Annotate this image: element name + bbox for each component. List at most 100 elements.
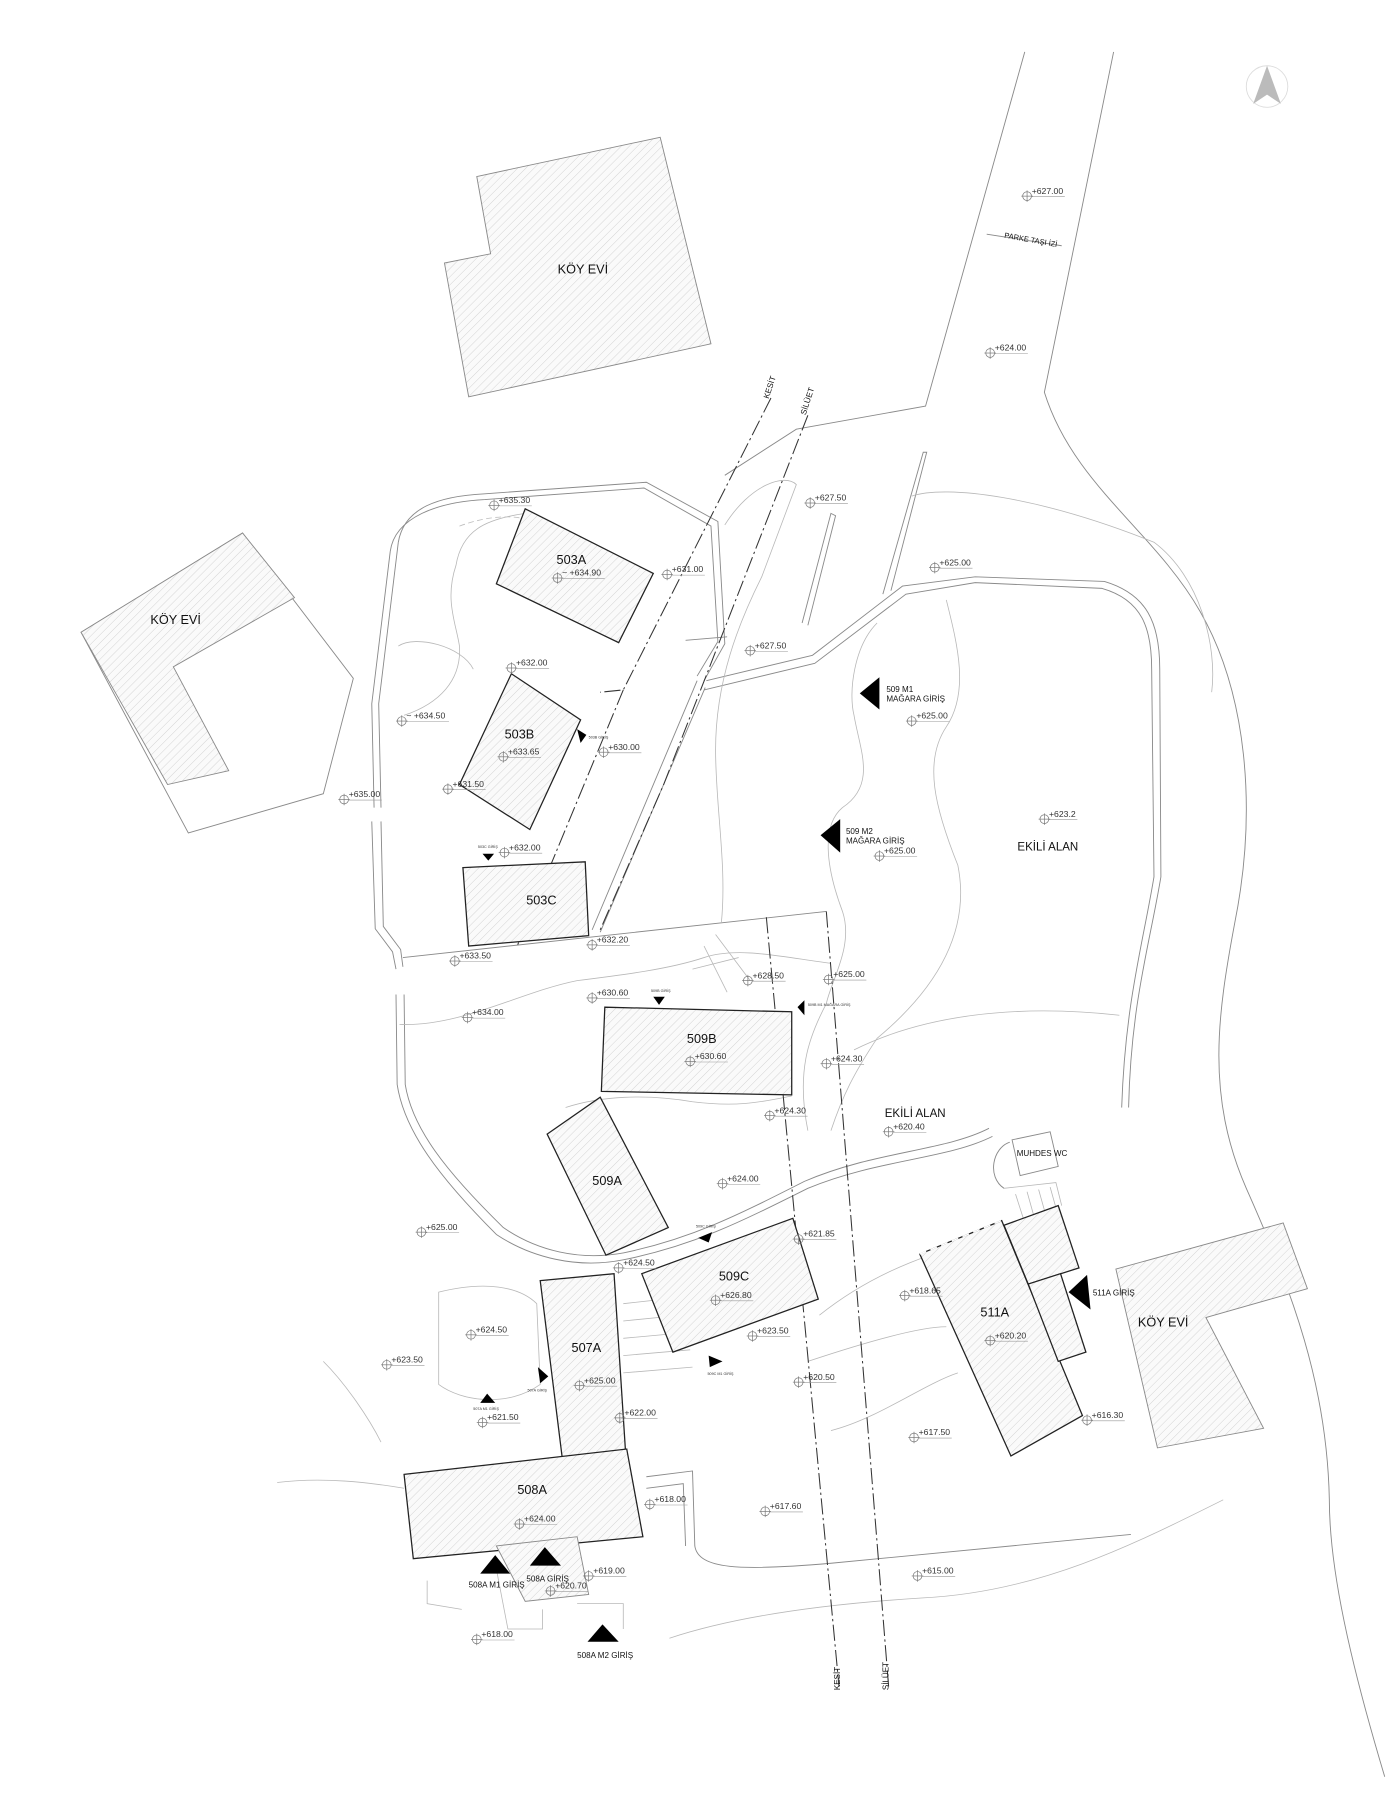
crosshair-icon xyxy=(984,347,996,359)
elevation-mark: +624.30 xyxy=(820,1053,865,1070)
elevation-value: +624.30 xyxy=(831,1053,863,1063)
building-label: KÖY EVİ xyxy=(150,613,201,627)
building-label: 503A xyxy=(557,553,587,567)
building-label: 509C xyxy=(719,1270,749,1284)
crosshair-icon xyxy=(442,783,454,795)
elevation-value: +633.65 xyxy=(508,747,540,757)
elevation-mark: +631.50 xyxy=(442,779,486,795)
elevation-value: +618.65 xyxy=(909,1285,941,1295)
elevation-mark: +619.00 xyxy=(582,1566,627,1582)
elevation-mark: +617.50 xyxy=(908,1427,952,1444)
walls xyxy=(371,451,1162,1568)
crosshair-icon xyxy=(573,1379,586,1392)
entry-label: 508A M1 GİRİŞ xyxy=(469,1580,525,1589)
elevation-mark: +624.00 xyxy=(984,343,1028,359)
siluet-line-bottom xyxy=(825,911,890,1687)
elevation-value: +630.60 xyxy=(695,1051,727,1061)
north-arrow-icon xyxy=(1245,65,1289,108)
entry-label: 507A M1 GİRİŞ xyxy=(473,1406,499,1411)
elevation-mark: +617.60 xyxy=(759,1501,803,1518)
crosshair-icon xyxy=(792,1376,805,1388)
elevation-value: +625.00 xyxy=(939,557,971,567)
building-label: 503C xyxy=(526,893,556,907)
elevation-value: +633.50 xyxy=(459,951,491,961)
entry-marker-icon xyxy=(859,677,880,710)
elevation-value: +624.00 xyxy=(727,1173,759,1183)
entry-label: MAĞARA GİRİŞ xyxy=(846,836,905,845)
entry-label: MAĞARA GİRİŞ xyxy=(886,694,945,703)
crosshair-icon xyxy=(873,850,886,862)
crosshair-icon xyxy=(709,1294,722,1306)
wc-building: MUHDES WC xyxy=(1011,1131,1067,1177)
elevation-value: +627.50 xyxy=(815,493,847,503)
entry-marker-icon xyxy=(708,1355,723,1368)
elevation-mark: +618.00 xyxy=(470,1629,515,1646)
elevation-value: +625.00 xyxy=(916,711,948,721)
elevation-value: +623.50 xyxy=(391,1355,423,1365)
crosshair-icon xyxy=(804,497,816,509)
elevation-mark: +623.2 xyxy=(1038,809,1078,825)
crosshair-icon xyxy=(984,1334,996,1347)
elevation-value: +632.00 xyxy=(516,658,548,668)
entry-marker-icon xyxy=(797,1000,805,1016)
elevation-value: +635.00 xyxy=(349,789,381,799)
elevation-value: +630.60 xyxy=(597,988,629,998)
crosshair-icon xyxy=(338,793,350,806)
elevation-mark: +625.00 xyxy=(905,711,950,727)
crosshair-icon xyxy=(716,1177,729,1190)
entry-label: 509 M1 xyxy=(886,685,913,694)
elevation-value: +618.00 xyxy=(654,1494,686,1504)
area-label-ekili-alan: EKİLİ ALAN xyxy=(885,1107,946,1120)
crosshair-icon xyxy=(505,662,518,674)
elevation-mark: +615.00 xyxy=(911,1566,956,1582)
entry-label: 509B GİRİŞ xyxy=(651,988,671,993)
crosshair-icon xyxy=(488,499,500,512)
elevation-mark: +624.00 xyxy=(716,1173,761,1190)
crosshair-icon xyxy=(1038,813,1051,825)
road xyxy=(724,51,1386,1777)
elevation-mark: +625.00 xyxy=(415,1222,460,1238)
building-509a: 509A xyxy=(546,1096,670,1257)
village-house-top: KÖY EVİ xyxy=(443,136,712,398)
crosshair-icon xyxy=(759,1505,771,1518)
area-label-ekili-alan: EKİLİ ALAN xyxy=(1017,840,1078,853)
crosshair-icon xyxy=(820,1057,833,1070)
elevation-mark: +622.00 xyxy=(614,1408,658,1424)
crosshair-icon xyxy=(911,1570,924,1582)
elevation-mark: +623.50 xyxy=(746,1326,791,1342)
elevation-mark: +625.00 xyxy=(573,1375,618,1392)
entry-marker-icon xyxy=(698,1232,713,1243)
crosshair-icon xyxy=(908,1431,920,1444)
elevation-value: +623.2 xyxy=(1049,809,1076,819)
building-503c: 503C xyxy=(462,861,590,947)
crosshair-icon xyxy=(899,1289,911,1302)
elevation-value: +626.80 xyxy=(720,1290,752,1300)
elevation-mark: +625.00 xyxy=(822,969,867,986)
elevation-value: +624.50 xyxy=(476,1325,508,1335)
elevation-value: +624.30 xyxy=(774,1105,806,1115)
elevation-value: +634.00 xyxy=(472,1007,504,1017)
elevation-mark: +620.50 xyxy=(792,1372,837,1388)
crosshair-icon xyxy=(497,751,510,763)
crosshair-icon xyxy=(929,561,941,574)
elevation-value: +631.00 xyxy=(672,564,704,574)
elevation-value: +622.00 xyxy=(624,1408,656,1418)
elevation-mark: +626.80 xyxy=(709,1290,754,1306)
elevation-value: +621.50 xyxy=(487,1412,519,1422)
siluet-line-top xyxy=(599,415,809,931)
entry-marker-icon xyxy=(537,1367,549,1384)
building-label: KÖY EVİ xyxy=(1138,1316,1189,1330)
crosshair-icon xyxy=(742,974,754,987)
elevation-mark: +618.65 xyxy=(899,1285,943,1302)
entry-label: 509 M2 xyxy=(846,827,873,836)
elevation-mark: +632.00 xyxy=(498,842,543,859)
entry-label: 508A GİRİŞ xyxy=(526,1575,569,1584)
crosshair-icon xyxy=(551,572,564,584)
crosshair-icon xyxy=(461,1011,474,1024)
elevation-value: +624.00 xyxy=(995,343,1027,353)
elevation-value: +632.00 xyxy=(509,842,541,852)
entry-label: 511A GİRİŞ xyxy=(1093,1289,1135,1298)
building-label: 503B xyxy=(505,727,535,741)
elevation-value: ~ +634.90 xyxy=(562,568,601,578)
